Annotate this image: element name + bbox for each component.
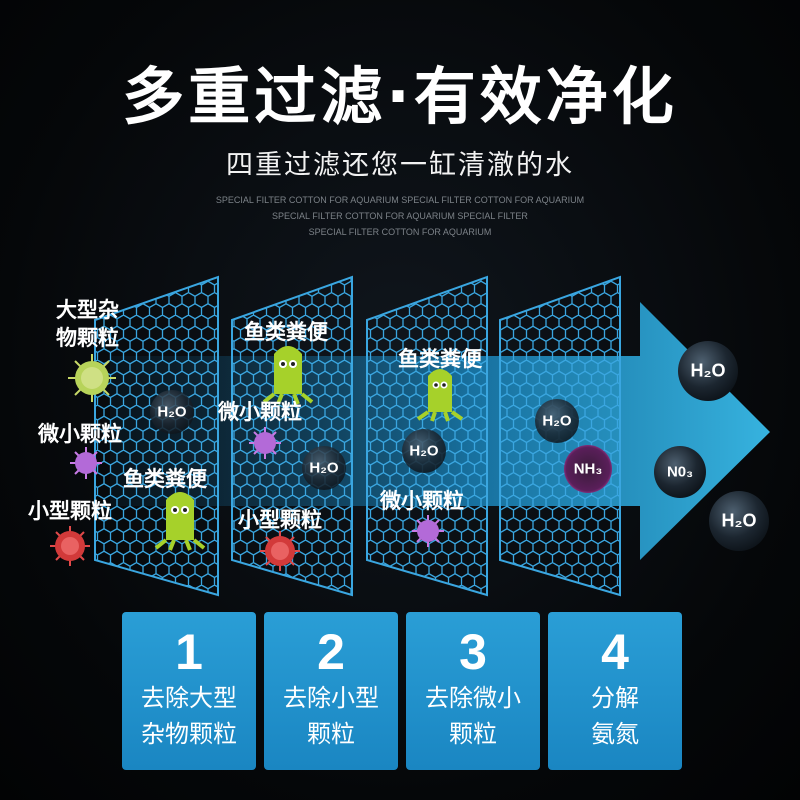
filter-panel-2 — [231, 275, 353, 597]
chem-h2o: H₂O — [409, 442, 439, 460]
label-large-particles-line2: 物颗粒 — [56, 326, 119, 350]
virus-small-icon — [260, 531, 300, 571]
label-fish-feces: 鱼类粪便 — [123, 467, 207, 491]
step-text-line2: 颗粒 — [307, 720, 355, 748]
step-card-2: 2 去除小型 颗粒 — [264, 612, 398, 770]
label-large-particles-line1: 大型杂 — [56, 298, 119, 322]
page-subtitle: 四重过滤还您一缸清澈的水 — [226, 150, 574, 181]
step-number: 2 — [317, 624, 345, 680]
nh3-bubble — [564, 445, 612, 493]
chem-h2o: H₂O — [157, 403, 187, 421]
step-text-line2: 氨氮 — [591, 720, 639, 748]
step-text-line1: 去除大型 — [141, 684, 237, 712]
label-small-particles: 小型颗粒 — [28, 499, 112, 523]
chem-h2o: H₂O — [690, 360, 726, 381]
feces-monster-icon — [262, 346, 314, 405]
virus-micro-icon — [412, 515, 444, 547]
step-text-line1: 去除小型 — [283, 684, 379, 712]
virus-large-icon — [68, 354, 116, 402]
chem-no3: N0₃ — [666, 463, 694, 481]
chem-h2o: H₂O — [309, 459, 339, 477]
h2o-bubble — [709, 491, 769, 551]
fine-print-line: SPECIAL FILTER COTTON FOR AQUARIUM — [308, 227, 492, 237]
step-text-line1: 分解 — [591, 684, 639, 712]
step-card-1: 1 去除大型 杂物颗粒 — [122, 612, 256, 770]
feces-monster-icon — [154, 492, 206, 551]
step-card-4: 4 分解 氨氮 — [548, 612, 682, 770]
chem-nh3: NH₃ — [573, 460, 603, 478]
step-text-line2: 杂物颗粒 — [141, 720, 237, 748]
step-number: 3 — [459, 624, 487, 680]
virus-micro-icon — [70, 447, 102, 479]
step-text-line2: 颗粒 — [449, 720, 497, 748]
label-micro-particles: 微小颗粒 — [380, 489, 464, 513]
page-title: 多重过滤·有效净化 — [122, 60, 678, 133]
h2o-bubble — [150, 390, 194, 434]
virus-small-icon — [50, 526, 90, 566]
step-text-line1: 去除微小 — [425, 684, 521, 712]
label-micro-particles: 微小颗粒 — [38, 422, 122, 446]
label-small-particles: 小型颗粒 — [238, 508, 322, 532]
h2o-bubble — [678, 341, 738, 401]
chem-h2o: H₂O — [721, 510, 757, 531]
h2o-bubble — [402, 429, 446, 473]
fine-print-line: SPECIAL FILTER COTTON FOR AQUARIUM SPECI… — [215, 195, 585, 205]
step-number: 1 — [175, 624, 203, 680]
h2o-bubble — [535, 399, 579, 443]
virus-micro-icon — [249, 427, 281, 459]
step-number: 4 — [601, 624, 629, 680]
label-micro-particles: 微小颗粒 — [218, 400, 302, 424]
fine-print-line: SPECIAL FILTER COTTON FOR AQUARIUM SPECI… — [272, 211, 528, 221]
h2o-bubble — [302, 446, 346, 490]
no3-bubble — [654, 446, 706, 498]
label-fish-feces: 鱼类粪便 — [398, 347, 482, 371]
step-card-3: 3 去除微小 颗粒 — [406, 612, 540, 770]
feces-monster-icon — [416, 369, 464, 422]
label-fish-feces: 鱼类粪便 — [244, 320, 328, 344]
chem-h2o: H₂O — [542, 412, 572, 430]
